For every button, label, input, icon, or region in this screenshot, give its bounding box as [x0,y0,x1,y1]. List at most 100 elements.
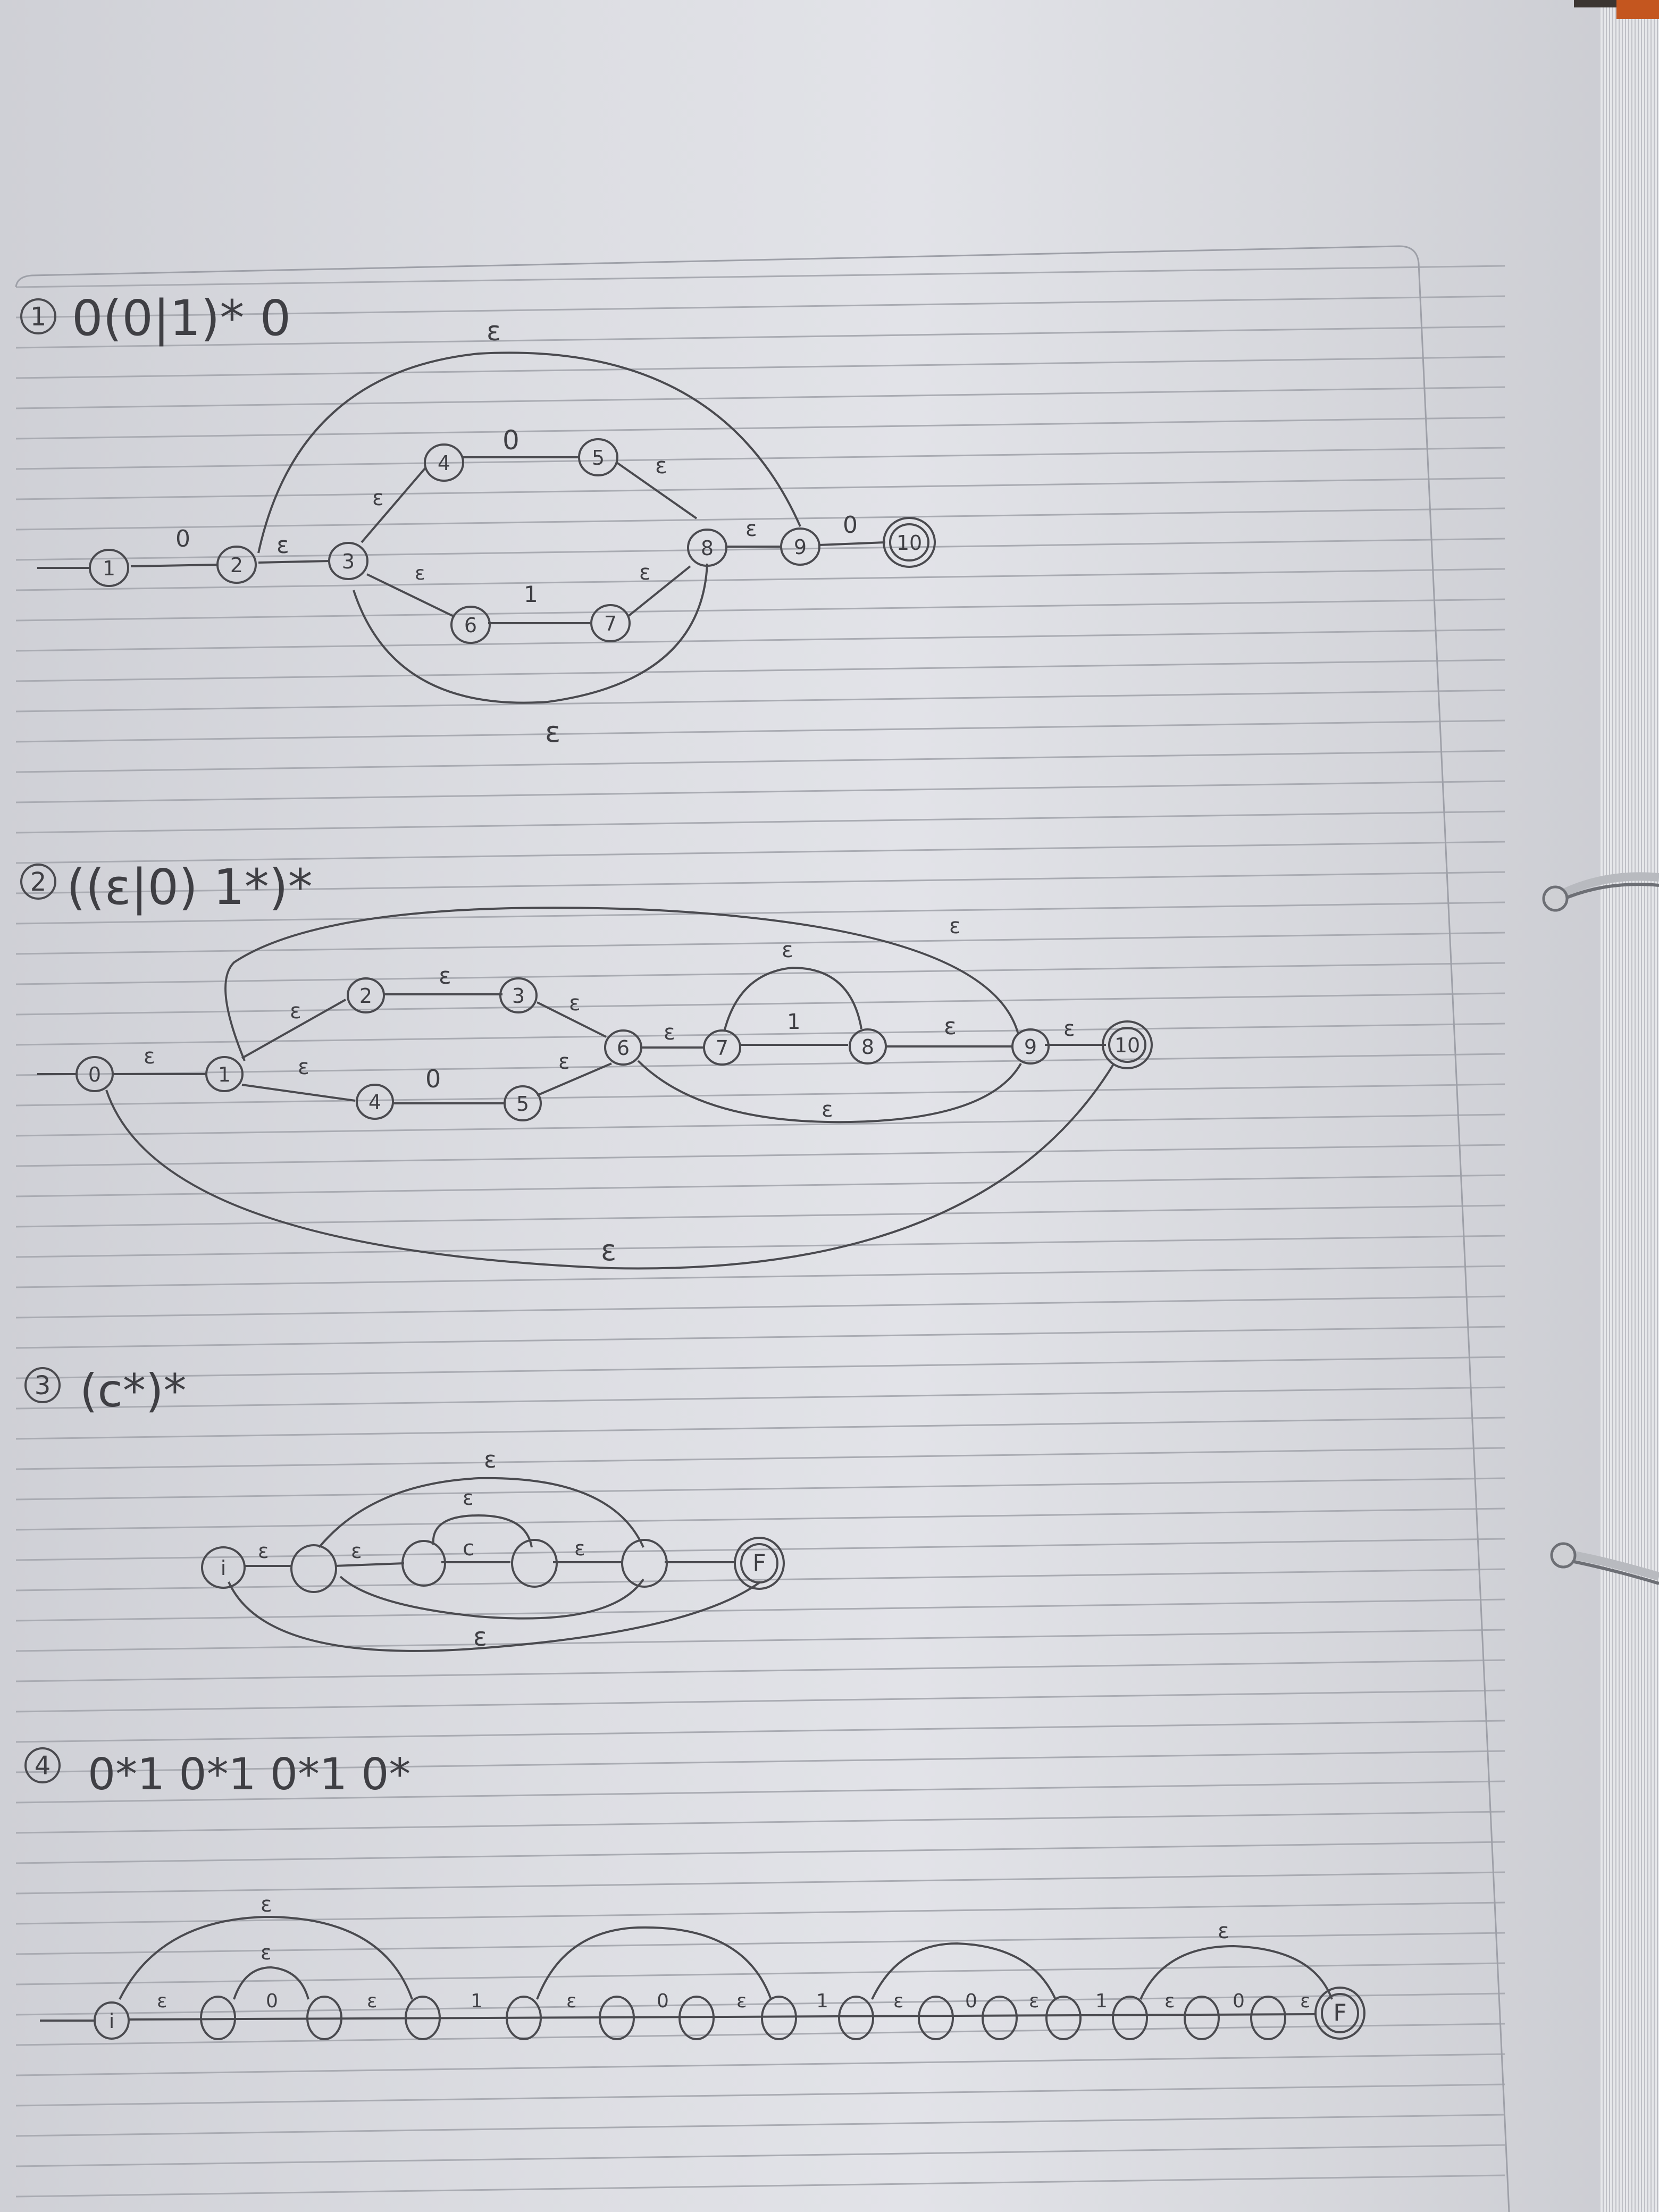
d4-top-outer [119,1915,413,2000]
d3-state [511,1539,558,1588]
state-label: 9 [1024,1035,1037,1059]
d2-state-10: 10 [1102,1020,1153,1069]
ruled-line [15,962,1505,985]
d2-label-bottom: ε [601,1234,616,1267]
ruled-line [15,386,1505,409]
ruled-line [15,477,1505,500]
d4-edge-label: ε [893,1990,903,2012]
d4-state [1184,1996,1220,2040]
d1-edge-9-10 [818,541,886,546]
d1-state-4: 4 [424,443,464,482]
ruled-line [15,295,1505,319]
d1-state-9: 9 [780,527,820,566]
ruled-line [15,1265,1505,1288]
d2-label-l: ε [822,1097,833,1122]
ruled-line [15,1356,1505,1379]
d4-arc-2 [536,1926,772,2000]
ruled-line [15,992,1505,1016]
d4-edge-label: ε [736,1990,747,2012]
state-label: 0 [88,1063,101,1086]
d3-label-c: c [463,1536,474,1561]
state-label: 5 [516,1092,529,1116]
d4-state-start: i [94,2001,130,2040]
d2-state-3: 3 [499,977,538,1013]
ruled-line [15,2144,1505,2167]
d2-label-e: 0 [425,1065,441,1093]
d4-edge-label: 0 [965,1990,977,2012]
d2-state-6: 6 [604,1029,642,1066]
ruled-line [15,1174,1505,1197]
d3-label-loop-inner: ε [463,1486,474,1510]
d1-label-d: 0 [502,425,520,456]
ruled-line [15,1598,1505,1622]
problem-1-regex: 0(0|1)* 0 [72,290,291,347]
ruled-line [15,901,1505,925]
state-label: i [109,2009,115,2033]
d4-edge-label: ε [367,1990,377,2012]
ruled-line [15,325,1505,349]
d4-arc-3 [871,1942,1057,2000]
ruled-line [15,2083,1505,2107]
d2-label-j: ε [944,1013,957,1040]
d3-label-b: ε [351,1539,362,1563]
d2-edge-5-6 [537,1062,612,1096]
d2-state-2: 2 [347,977,385,1013]
d2-bypass-6-9 [637,1060,1022,1124]
ruled-line [15,1901,1505,1925]
ruled-line [15,1083,1505,1107]
ruled-line [15,1689,1505,1713]
ruled-line [15,1507,1505,1531]
ruled-line [15,1295,1505,1319]
d2-state-1: 1 [205,1056,244,1092]
problem-3-number: 3 [35,1371,51,1401]
d2-state-9: 9 [1011,1028,1050,1065]
d1-label-c: ε [372,486,384,510]
d4-state [200,1996,236,2040]
d4-edge-label: ε [1300,1990,1310,2012]
d4-label-last-top: ε [1218,1919,1229,1943]
d1-state-1: 1 [89,549,129,587]
ruled-line [15,719,1505,743]
d1-state-8: 8 [687,529,727,567]
ruled-line [15,629,1505,652]
d4-edge-label: 1 [816,1990,828,2012]
ruled-line [15,1386,1505,1410]
d4-state [982,1996,1018,2040]
ruled-line [15,1871,1505,1895]
d1-label-g: 1 [524,581,538,607]
problem-2-number: 2 [30,867,47,897]
page-stack-edge [1601,0,1659,2212]
d2-label-g: ε [558,1050,570,1074]
ruled-line [15,1113,1505,1137]
state-label: F [1333,1999,1346,2026]
state-label: 2 [359,984,372,1008]
d4-top-inner [233,1966,309,2000]
d2-loop-9-1 [224,907,1019,1061]
d4-edge-label: 1 [1095,1990,1108,2012]
ruled-line [15,932,1505,955]
d1-bypass-2-9 [257,351,801,554]
problem-3-heading: 3 (c*)* [24,1364,186,1418]
binder-ring-top [1542,872,1659,912]
ruled-line [15,1659,1505,1682]
orange-cover-corner [1616,0,1659,19]
d3-bypass-s1-s4 [318,1477,644,1548]
ruled-line [15,810,1505,834]
problem-4-regex: 0*1 0*1 0*1 0* [88,1749,410,1800]
d1-edge-7-8 [626,565,691,618]
page-border [15,245,1510,2212]
ruled-line [15,265,1505,288]
d4-edge-label: 1 [471,1990,483,2012]
problem-2-heading: 2 ((ε|0) 1*)* [20,859,313,916]
ruled-line [15,2174,1505,2198]
ruled-line [15,1023,1505,1046]
d4-arc-4 [1139,1945,1333,2000]
ruled-line [15,1841,1505,1864]
d3-label-bottom: ε [473,1622,487,1652]
d4-state [306,1996,342,2040]
d2-bypass-0-10 [105,1062,1115,1270]
problem-4-number: 4 [35,1751,51,1781]
ruled-line [15,1720,1505,1743]
